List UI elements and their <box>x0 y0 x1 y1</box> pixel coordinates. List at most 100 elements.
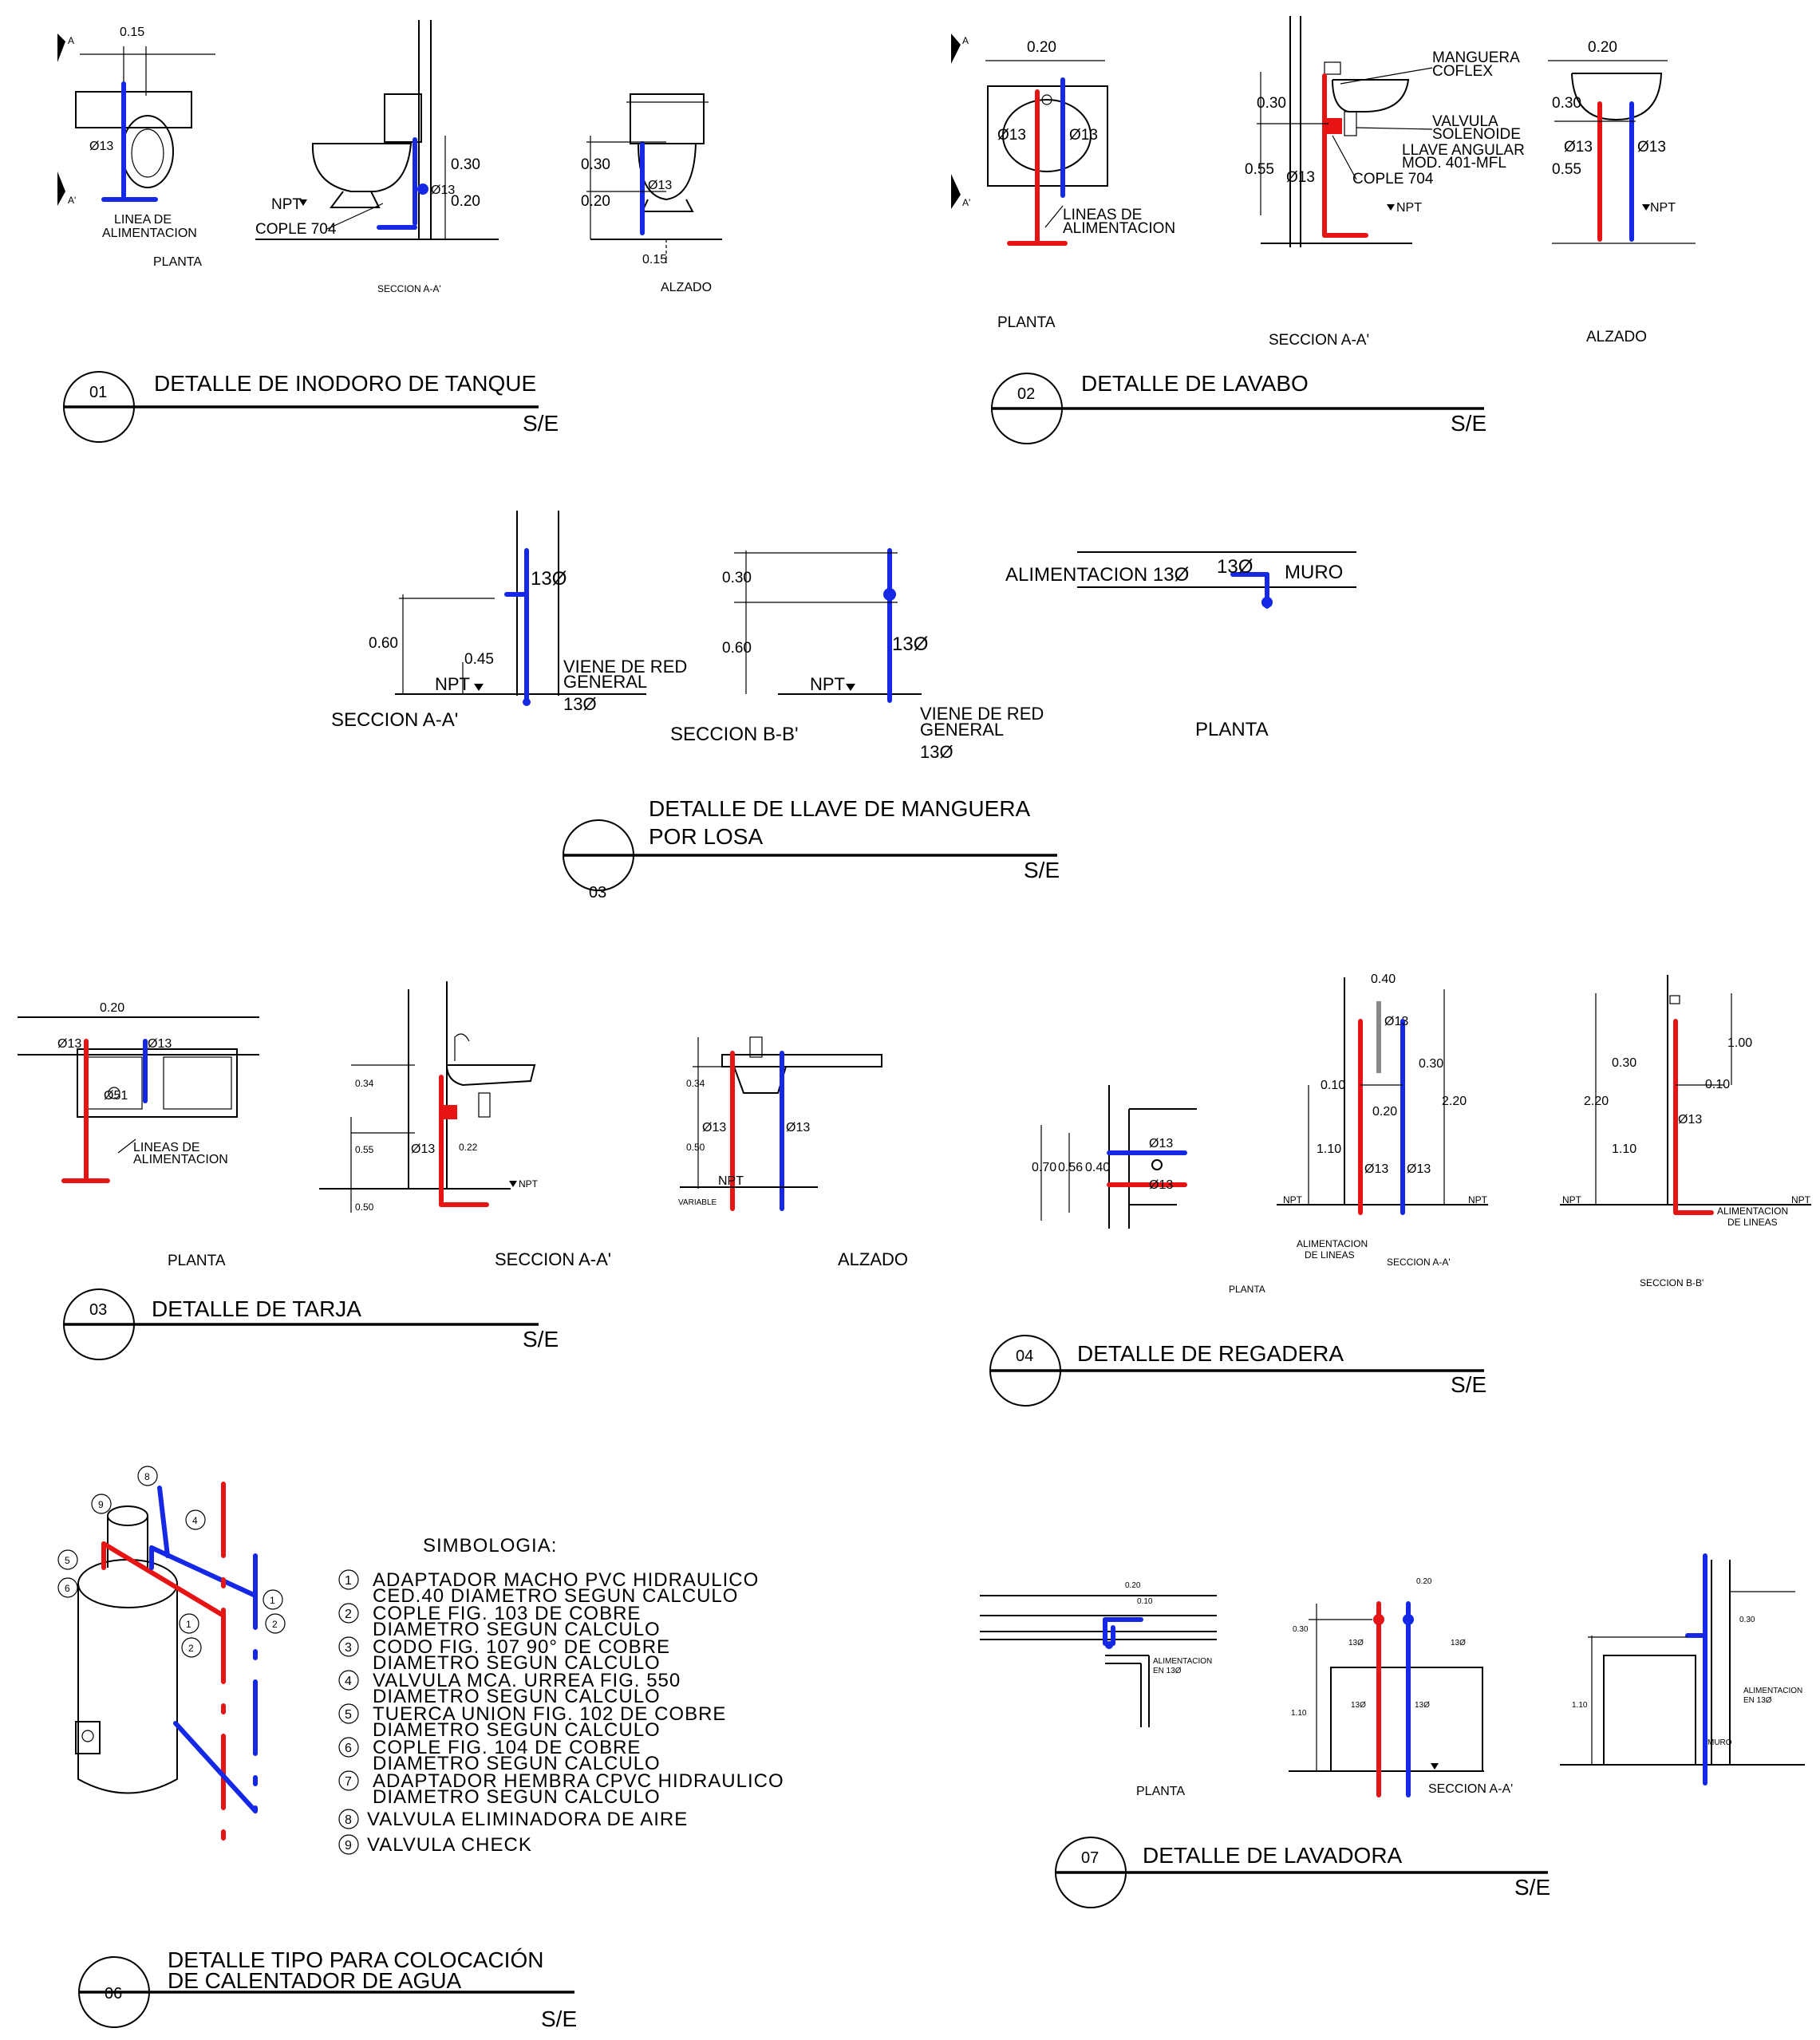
detail-title-line2: DE CALENTADOR DE AGUA <box>168 1968 462 1993</box>
dim-060: 0.60 <box>369 635 398 652</box>
detail-scale: S/E <box>1514 1875 1550 1900</box>
note-llave-2: MOD. 401-MFL <box>1402 155 1506 172</box>
note-linea-1: LINEA DE <box>114 213 172 227</box>
note-cople: COPLE 704 <box>1352 171 1434 187</box>
note-npt: NPT <box>1650 201 1676 215</box>
pipe-size: 13Ø <box>1217 556 1253 578</box>
detail-number: 02 <box>1017 385 1035 403</box>
note-npt: NPT <box>1468 1194 1488 1205</box>
plan-label: PLANTA <box>153 255 202 269</box>
detail-03-section-b: 0.30 0.60 13Ø NPT VIENE DE RED GENERAL 1… <box>670 548 1044 762</box>
dim-phi13: Ø13 <box>1364 1162 1388 1176</box>
note-viene-3: 13Ø <box>563 694 597 714</box>
note-npt: NPT <box>810 674 845 694</box>
dim-020: 0.20 <box>100 1001 124 1015</box>
pipe-size: 13Ø <box>1451 1639 1466 1647</box>
note-npt: NPT <box>1283 1194 1303 1205</box>
legend-line-1: ADAPTADOR HEMBRA CPVC HIDRAULICO <box>373 1770 784 1792</box>
dim-015: 0.15 <box>642 253 667 266</box>
note-alim-1: ALIMENTACION <box>1717 1205 1788 1217</box>
detail-03b-sink: 0.20 Ø13 Ø13 Ø51 LINEAS DE ALIMENTACION … <box>18 981 908 1360</box>
detail-title: DETALLE DE TARJA <box>152 1296 361 1321</box>
plan-label: PLANTA <box>1229 1284 1265 1295</box>
legend-number: 2 <box>345 1608 352 1621</box>
section-b-label: SECCION B-B' <box>1640 1277 1704 1288</box>
dim-070: 0.70 <box>1032 1161 1056 1174</box>
pipe-size: 13Ø <box>531 568 567 590</box>
dim-220: 2.20 <box>1442 1095 1467 1108</box>
dim-phi13: Ø13 <box>89 140 113 153</box>
detail-number: 01 <box>89 384 107 401</box>
svg-text:1: 1 <box>186 1619 191 1630</box>
detail-02-plan: A A' 0.20 Ø13 Ø13 LINEAS DE ALIMENTACION… <box>951 34 1175 331</box>
svg-text:9: 9 <box>98 1499 104 1510</box>
detail-07-title: 07 DETALLE DE LAVADORA S/E <box>1055 1837 1550 1908</box>
dim-015: 0.15 <box>120 26 144 39</box>
dim-055: 0.55 <box>1245 161 1274 178</box>
detail-03-hose-bib: 0.60 0.45 13Ø NPT VIENE DE RED GENERAL 1… <box>331 511 1356 902</box>
detail-04-shower: Ø13 Ø13 0.70 0.56 0.40 PLANTA 0.40 0.30 … <box>989 973 1811 1407</box>
dim-phi13: Ø13 <box>648 179 672 192</box>
detail-07-section-a: 0.20 0.30 1.10 13Ø 13Ø 13Ø 13Ø SECCION A… <box>1289 1577 1513 1797</box>
note-viene-2: GENERAL <box>563 672 647 692</box>
section-a-label: SECCION A-A' <box>331 709 458 731</box>
pipe-size: 13Ø <box>1415 1701 1430 1710</box>
note-alim-1: ALIMENTACION <box>1297 1238 1368 1249</box>
note-cople: COPLE 704 <box>255 221 337 238</box>
detail-02-title: 02 DETALLE DE LAVABO S/E <box>991 371 1486 444</box>
dim-phi13: Ø13 <box>1069 127 1098 144</box>
legend-number: 5 <box>345 1708 352 1722</box>
dim-010: 0.10 <box>1321 1079 1345 1092</box>
dim-110: 1.10 <box>1612 1142 1636 1156</box>
dim-030: 0.30 <box>581 156 610 173</box>
detail-title-line1: DETALLE TIPO PARA COLOCACIÓN <box>168 1947 543 1972</box>
legend-line-2: DIAMETRO SEGUN CALCULO <box>373 1786 661 1808</box>
dim-040: 0.40 <box>1085 1161 1110 1174</box>
detail-scale: S/E <box>1451 1372 1486 1397</box>
detail-07-washer: 0.20 0.10 ALIMENTACION EN 13Ø PLANTA 0.2… <box>980 1553 1805 1908</box>
legend-number: 6 <box>345 1742 352 1755</box>
note-npt: NPT <box>519 1178 539 1190</box>
note-muro: MURO <box>1707 1738 1732 1747</box>
dim-020: 0.20 <box>1416 1577 1432 1586</box>
legend-item-2: 2 COPLE FIG. 103 DE COBRE DIAMETRO SEGUN… <box>338 1603 661 1640</box>
section-a-label: SECCION A-A' <box>1387 1257 1451 1268</box>
note-npt: NPT <box>1396 201 1422 215</box>
legend-line-1: COPLE FIG. 103 DE COBRE <box>373 1603 641 1624</box>
legend-item-6: 6 COPLE FIG. 104 DE COBRE DIAMETRO SEGUN… <box>338 1737 660 1774</box>
dim-050: 0.50 <box>686 1142 705 1153</box>
note-llave-1: LLAVE ANGULAR <box>1402 142 1525 159</box>
dim-phi13: Ø13 <box>1149 1137 1173 1150</box>
dim-020: 0.20 <box>1372 1105 1397 1119</box>
note-lineas-1: LINEAS DE <box>133 1141 200 1154</box>
detail-01-plan: 0.15 Ø13 A A' LINEA DE ALIMENTACION PLAN… <box>57 26 215 269</box>
dim-110: 1.10 <box>1291 1709 1307 1718</box>
detail-number: 07 <box>1081 1849 1099 1867</box>
note-viene-3: 13Ø <box>920 742 953 762</box>
detail-title: DETALLE DE LAVADORA <box>1143 1843 1403 1868</box>
detail-01-elevation: 0.30 0.20 Ø13 0.15 ALZADO <box>581 93 722 294</box>
dim-phi13: Ø13 <box>1678 1113 1702 1127</box>
legend-line-1: CODO FIG. 107 90° DE COBRE <box>373 1636 670 1658</box>
legend-item-8: 8 VALVULA ELIMINADORA DE AIRE <box>338 1809 688 1830</box>
section-marker-a2: A' <box>962 197 970 208</box>
detail-06-title: 06 DETALLE TIPO PARA COLOCACIÓN DE CALEN… <box>78 1947 577 2031</box>
note-lineas-2: ALIMENTACION <box>1063 220 1175 237</box>
detail-scale: S/E <box>523 1327 559 1351</box>
dim-020: 0.20 <box>451 193 480 210</box>
dim-phi13: Ø13 <box>1149 1178 1173 1192</box>
legend-line-2: CED.40 DIAMETRO SEGUN CALCULO <box>373 1585 738 1607</box>
legend-line-2: DIAMETRO SEGUN CALCULO <box>373 1619 661 1640</box>
detail-06-drawing: 8 9 4 5 6 1 2 1 2 <box>57 1466 286 1853</box>
dim-phi13: Ø13 <box>148 1037 172 1051</box>
legend-line-1: VALVULA MCA. URREA FIG. 550 <box>373 1670 681 1691</box>
detail-title-line1: DETALLE DE LLAVE DE MANGUERA <box>649 796 1031 821</box>
dim-phi13: Ø13 <box>702 1121 726 1134</box>
detail-scale: S/E <box>523 411 559 436</box>
svg-text:2: 2 <box>272 1619 278 1630</box>
legend-item-4: 4 VALVULA MCA. URREA FIG. 550 DIAMETRO S… <box>338 1670 681 1707</box>
elev-label: ALZADO <box>1586 329 1647 345</box>
legend-item-1: 1 ADAPTADOR MACHO PVC HIDRAULICO CED.40 … <box>338 1569 758 1607</box>
legend-line-1: VALVULA ELIMINADORA DE AIRE <box>367 1809 688 1830</box>
